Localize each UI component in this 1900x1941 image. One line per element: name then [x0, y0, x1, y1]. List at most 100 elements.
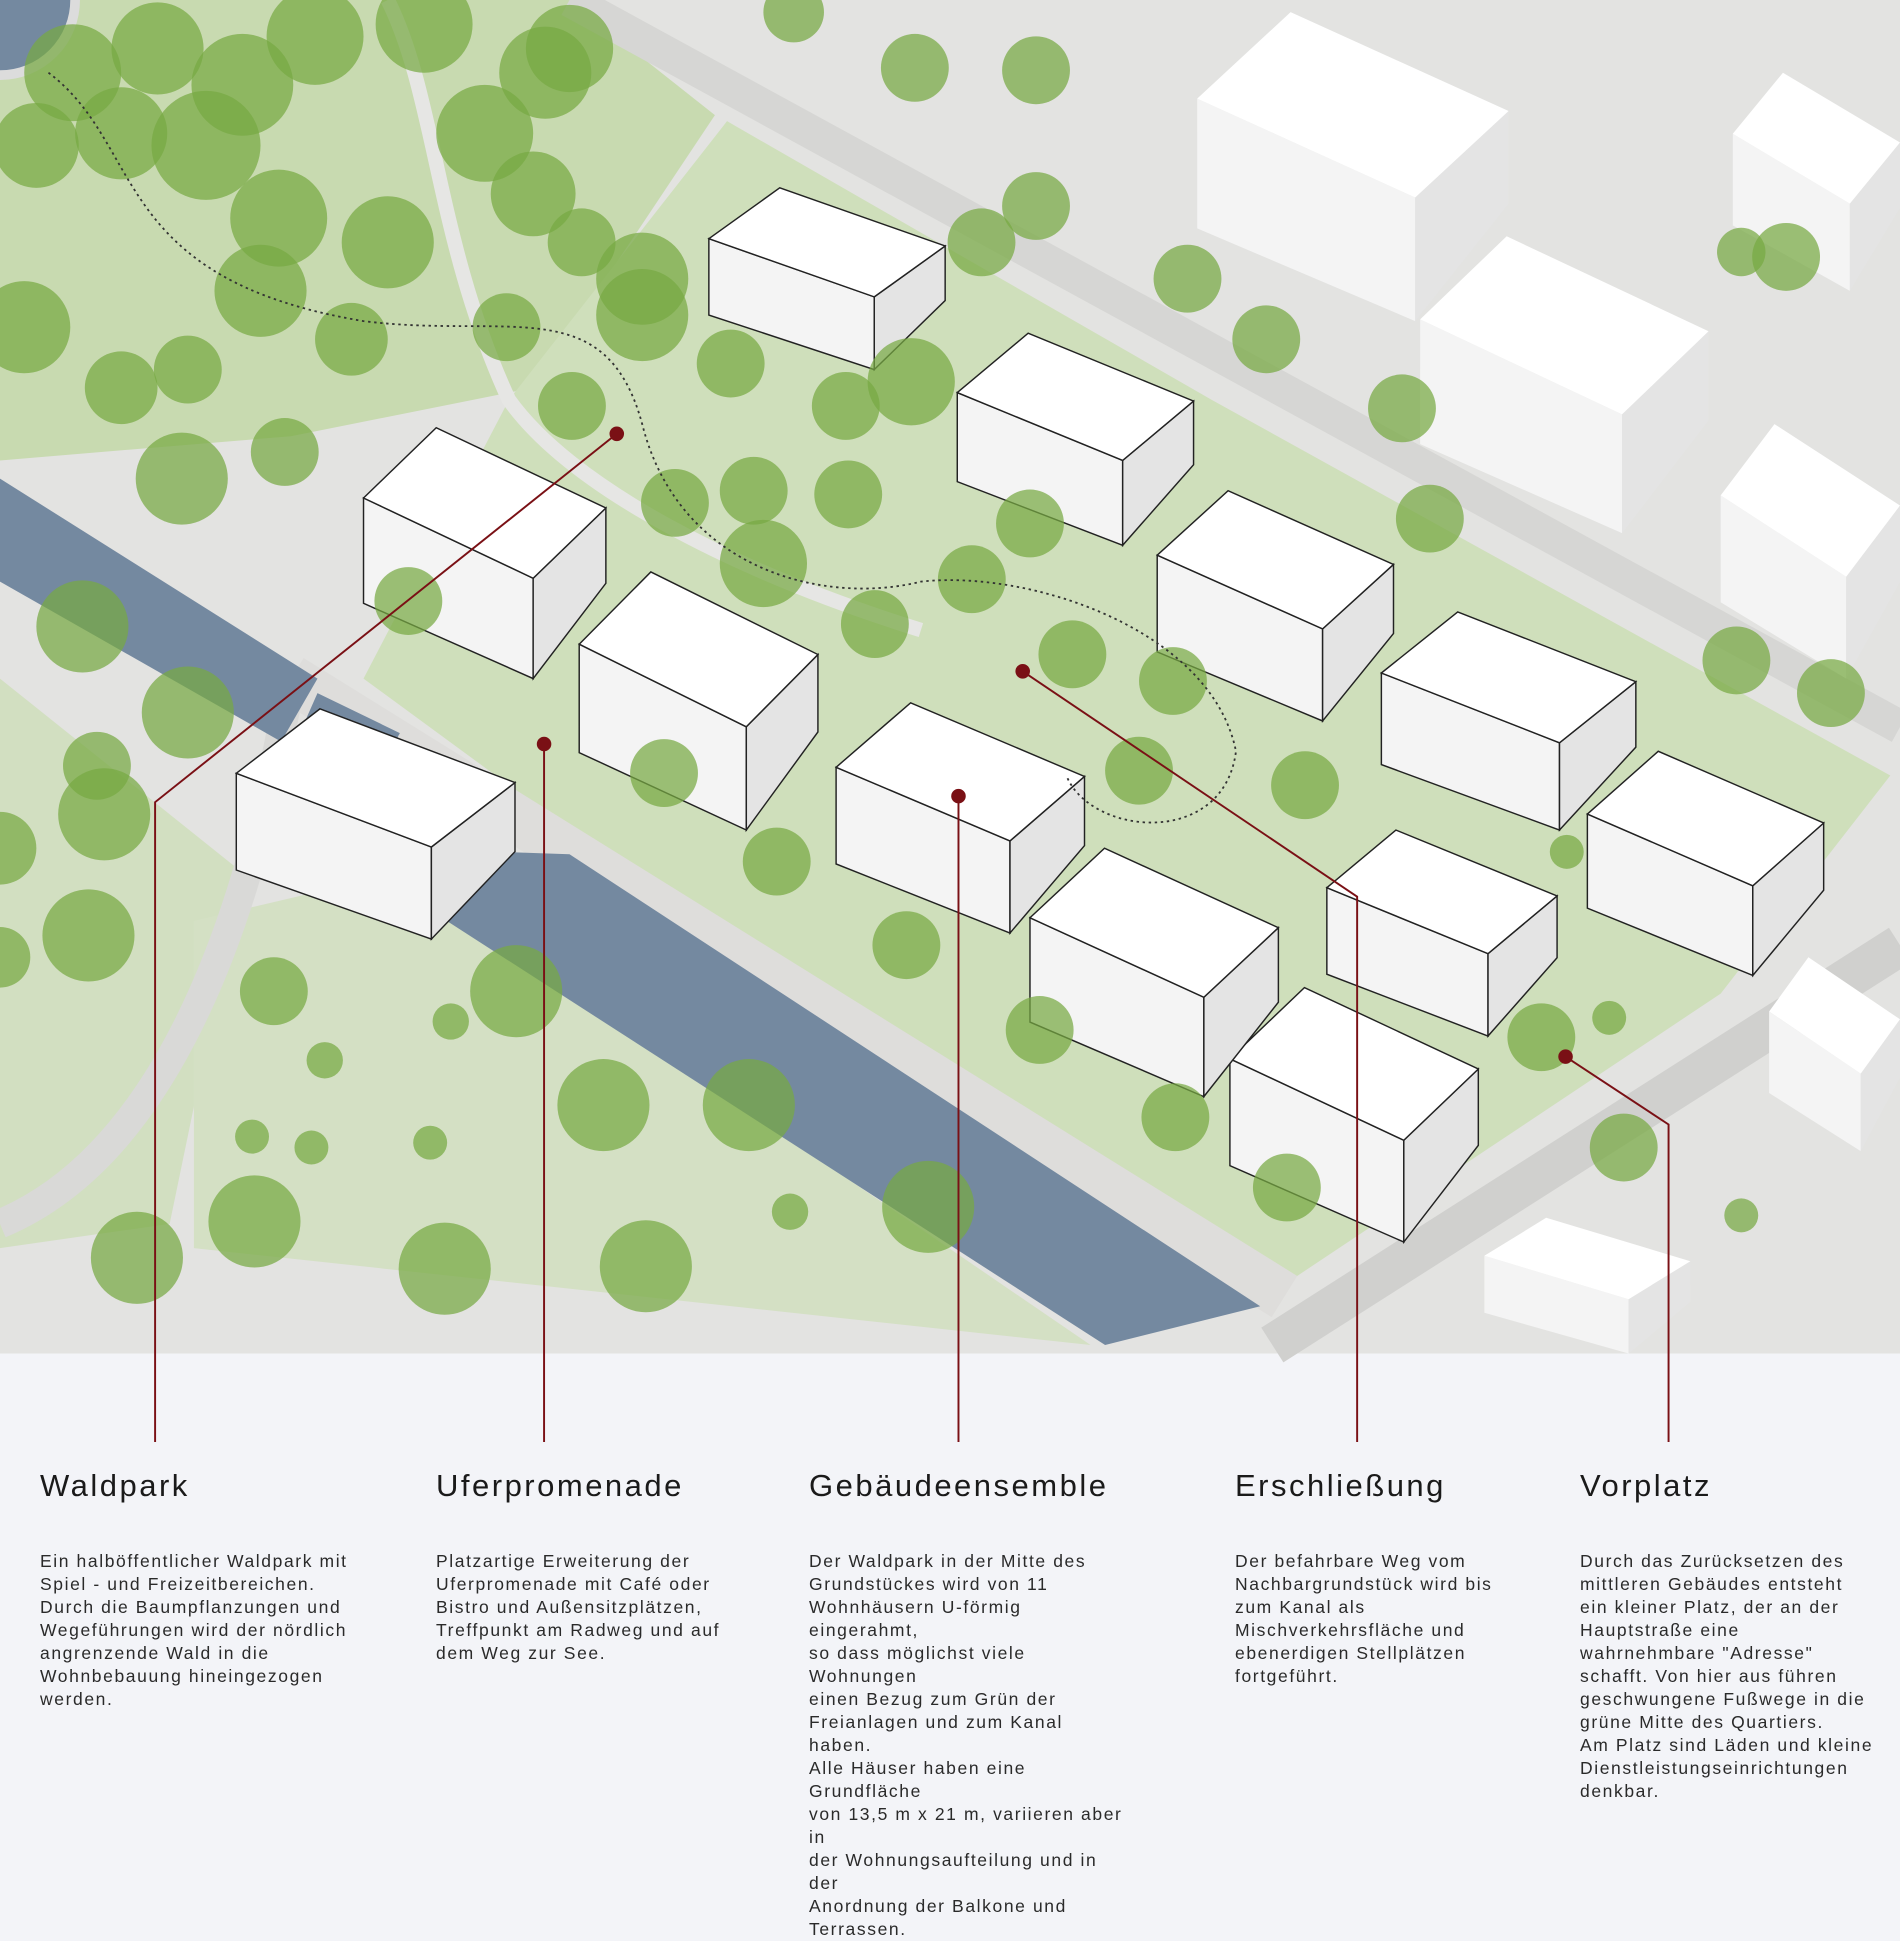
tree-icon	[0, 281, 71, 374]
building-side	[1732, 133, 1850, 291]
neighbouring-buildings	[1197, 12, 1900, 1354]
tree-icon	[702, 1059, 795, 1152]
tree-icon	[1153, 244, 1222, 313]
tree-icon	[266, 0, 364, 85]
tree-icon	[75, 87, 168, 180]
building-roof	[1420, 236, 1709, 415]
building-side	[1720, 495, 1847, 679]
tree-icon	[1141, 1083, 1210, 1152]
section-body: Der Waldpark in der Mitte des Grundstück…	[809, 1551, 1123, 1939]
tree-icon	[840, 590, 909, 658]
residential-building	[834, 701, 1086, 936]
tree-icon	[432, 1003, 469, 1040]
tree-icon	[230, 169, 328, 267]
tree-icon	[1105, 736, 1173, 805]
building-side	[1484, 1255, 1629, 1354]
building-side	[1415, 110, 1509, 322]
tree-icon	[814, 460, 883, 529]
leader-marker-dot	[951, 788, 966, 804]
tree-icon	[742, 827, 811, 896]
tree-icon	[547, 208, 616, 277]
tree-icon	[538, 372, 606, 440]
tree-icon	[36, 580, 129, 673]
leader-marker-dot	[536, 736, 552, 752]
building-roof	[1197, 12, 1509, 198]
tree-icon	[1139, 647, 1207, 715]
tree-icon	[947, 208, 1016, 277]
tree-icon	[1395, 484, 1464, 553]
tree-icon	[696, 329, 765, 398]
section-gebaeudeensemble: Gebäudeensemble Der Waldpark in der Mitt…	[809, 1466, 1129, 1941]
tree-icon	[867, 338, 955, 426]
tree-icon	[1549, 834, 1584, 869]
tree-icon	[996, 489, 1064, 558]
tree-icon	[630, 739, 698, 808]
tree-icon	[472, 293, 541, 362]
residential-building	[362, 426, 608, 681]
tree-icon	[436, 84, 534, 182]
residential-building	[1228, 986, 1480, 1245]
section-title: Gebäudeensemble	[809, 1468, 1109, 1503]
tree-icon	[1589, 1113, 1658, 1182]
tree-icon	[141, 666, 234, 759]
tree-icon	[1271, 751, 1339, 820]
tree-icon	[84, 351, 158, 425]
section-title: Waldpark	[40, 1468, 190, 1503]
building-roof	[834, 701, 1086, 842]
tree-icon	[398, 1222, 491, 1315]
building-roof	[1586, 750, 1825, 887]
building-roof	[234, 708, 517, 848]
building-roof	[1379, 611, 1638, 744]
section-title: Erschließung	[1235, 1468, 1446, 1503]
tree-icon	[599, 1220, 692, 1313]
tree-icon	[375, 0, 473, 73]
tree-icon	[937, 545, 1006, 614]
leader-line	[154, 433, 618, 1442]
tree-icon	[1724, 1198, 1759, 1233]
tree-icon	[1797, 659, 1865, 728]
tree-icon	[557, 1059, 650, 1152]
lake	[0, 0, 80, 80]
tree-icon	[1368, 374, 1436, 443]
section-body: Durch das Zurücksetzen des mittleren Geb…	[1580, 1551, 1874, 1801]
tree-icon	[470, 945, 563, 1038]
tree-icon	[294, 1130, 329, 1165]
building-roof	[1028, 847, 1280, 999]
tree-icon	[1702, 626, 1771, 695]
building-side	[1420, 319, 1623, 534]
tree-icon	[1232, 305, 1301, 374]
building-side	[1860, 1019, 1900, 1152]
leader-line	[1022, 670, 1359, 1442]
site-plan	[0, 0, 1900, 1442]
residential-building	[955, 332, 1195, 548]
residential-building	[1155, 489, 1395, 724]
tree-icon	[1252, 1153, 1321, 1222]
tree-icon	[413, 1125, 448, 1160]
tree-icon	[880, 33, 949, 102]
leader-marker-dot	[609, 426, 625, 442]
neighbouring-building	[1484, 1217, 1691, 1354]
building-side	[1628, 1261, 1691, 1354]
building-roof	[955, 332, 1195, 462]
tree-icon	[151, 90, 261, 200]
tree-icon	[596, 232, 689, 325]
tree-icon	[763, 0, 824, 43]
residential-building	[577, 571, 820, 833]
building-side	[1846, 505, 1900, 679]
tree-icon	[0, 926, 31, 988]
road-north	[561, 0, 1900, 742]
tree-icon	[250, 418, 319, 486]
residential-building	[1379, 611, 1638, 832]
neighbouring-building	[1732, 72, 1900, 291]
building-side	[1622, 331, 1709, 534]
building-side	[1769, 1011, 1861, 1152]
tree-icon	[641, 468, 709, 537]
tree-icon	[239, 957, 308, 1026]
tree-icon	[0, 103, 79, 188]
building-roof	[1769, 957, 1900, 1074]
tree-icon	[1005, 996, 1074, 1064]
neighbouring-building	[1197, 12, 1509, 322]
section-vorplatz: Vorplatz Durch das Zurücksetzen des mitt…	[1580, 1466, 1900, 1803]
residential-building	[1028, 847, 1280, 1099]
tree-icon	[525, 4, 614, 93]
